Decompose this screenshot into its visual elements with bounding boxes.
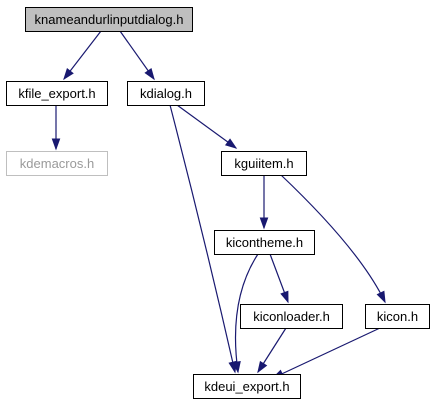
node-box: [365, 304, 430, 329]
arrowhead-icon: [376, 290, 386, 304]
node-box: [221, 151, 307, 176]
edge-line: [169, 104, 236, 373]
node-label: kiconloader.h: [253, 309, 330, 324]
edge-kfile_export-to-kdemacros: [51, 105, 61, 151]
edge-kguiitem-to-kicon: [280, 174, 386, 304]
node-kicon[interactable]: kicon.h: [365, 304, 430, 329]
node-box: [214, 230, 315, 255]
edge-kguiitem-to-kicontheme: [259, 175, 269, 230]
arrowhead-icon: [257, 360, 268, 374]
edge-line: [280, 174, 386, 303]
edge-kicontheme-to-kdeui_export: [232, 253, 259, 374]
node-kdemacros: kdemacros.h: [6, 151, 108, 176]
node-box: [25, 7, 193, 32]
edge-kiconloader-to-kdeui_export: [257, 327, 287, 374]
node-box: [6, 151, 108, 176]
arrowhead-icon: [259, 217, 269, 230]
edge-line: [272, 327, 381, 379]
node-label: kicontheme.h: [226, 235, 303, 250]
node-box: [6, 81, 108, 106]
node-kiconloader[interactable]: kiconloader.h: [240, 304, 343, 329]
node-kicontheme[interactable]: kicontheme.h: [214, 230, 315, 255]
edge-kicon-to-kdeui_export: [271, 327, 381, 379]
node-kguiitem[interactable]: kguiitem.h: [221, 151, 307, 176]
node-label: kicon.h: [377, 309, 418, 324]
node-kdialog[interactable]: kdialog.h: [127, 81, 205, 106]
edge-knameandurlinputdialog-to-kfile_export: [63, 30, 102, 81]
node-label: knameandurlinputdialog.h: [35, 12, 184, 27]
edge-line: [176, 104, 237, 149]
node-label: kguiitem.h: [234, 156, 293, 171]
edge-line: [234, 253, 259, 373]
arrowhead-icon: [224, 138, 238, 149]
arrowhead-icon: [63, 68, 74, 81]
edge-kicontheme-to-kiconloader: [269, 253, 289, 304]
node-label: kdialog.h: [140, 86, 192, 101]
node-box: [193, 374, 301, 399]
node-label: kdemacros.h: [20, 156, 94, 171]
edge-kdialog-to-kguiitem: [176, 104, 238, 149]
node-label: kfile_export.h: [18, 86, 95, 101]
node-box: [240, 304, 343, 329]
node-box: [127, 81, 205, 106]
edges-layer: [51, 30, 386, 379]
node-label: kdeui_export.h: [204, 379, 289, 394]
node-knameandurlinputdialog[interactable]: knameandurlinputdialog.h: [25, 7, 193, 32]
node-kfile-export[interactable]: kfile_export.h: [6, 81, 108, 106]
node-kdeui-export[interactable]: kdeui_export.h: [193, 374, 301, 399]
arrowhead-icon: [280, 290, 289, 304]
edge-knameandurlinputdialog-to-kdialog: [119, 30, 155, 81]
arrowhead-icon: [232, 361, 241, 374]
arrowhead-icon: [144, 67, 155, 81]
arrowhead-icon: [51, 138, 61, 151]
